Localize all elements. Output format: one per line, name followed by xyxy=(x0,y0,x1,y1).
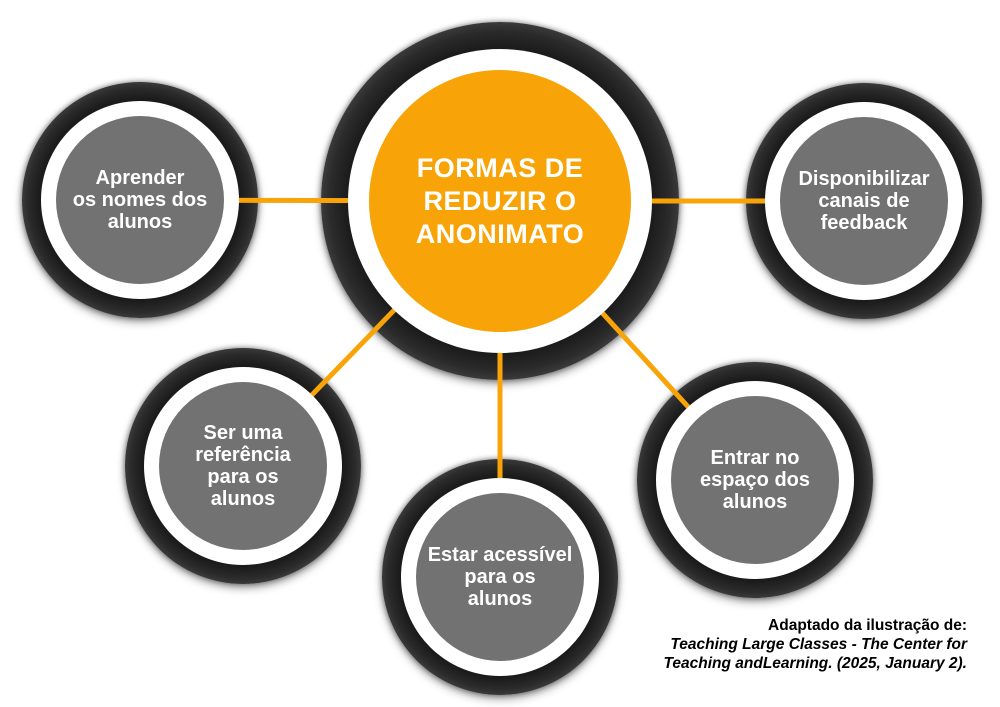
attribution-caption-line1: Adaptado da ilustração de: xyxy=(768,617,967,634)
attribution-caption-line3: Teaching andLearning. (2025, January 2). xyxy=(663,655,968,672)
satellite-espaco-label: Entrar no espaço dos alunos xyxy=(699,447,811,513)
attribution-caption-line2: Teaching Large Classes - The Center for xyxy=(670,636,967,653)
satellite-referencia-label: Ser uma referência para os alunos xyxy=(195,422,291,510)
attribution-caption: Adaptado da ilustração de: Teaching Larg… xyxy=(664,616,968,673)
center-node xyxy=(369,70,631,332)
satellite-referencia xyxy=(159,382,327,550)
satellite-acessivel-label: Estar acessível para os alunos xyxy=(427,544,573,610)
satellite-feedback-label: Disponibilizar canais de feedback xyxy=(798,168,930,234)
satellite-aprender-label: Aprender os nomes dos alunos xyxy=(72,167,208,233)
satellite-aprender xyxy=(56,116,224,284)
satellite-acessivel xyxy=(416,493,584,661)
satellite-espaco xyxy=(671,396,839,564)
satellite-feedback xyxy=(780,117,948,285)
center-node-label: FORMAS DE REDUZIR O ANONIMATO xyxy=(415,152,585,249)
